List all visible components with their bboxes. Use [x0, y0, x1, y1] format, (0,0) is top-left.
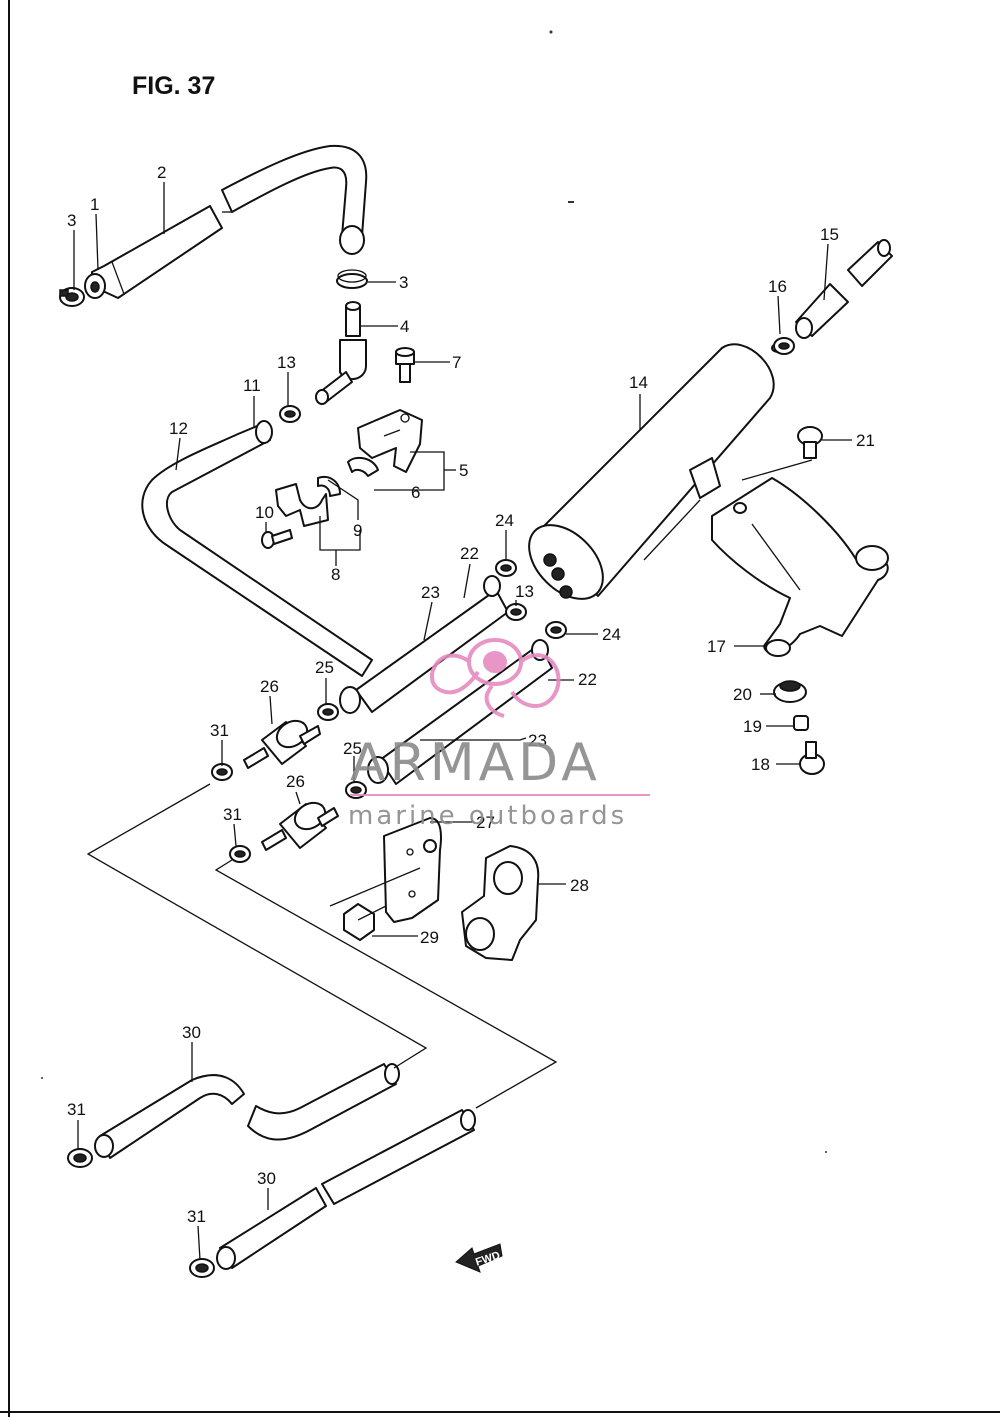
label-4: 4 — [400, 317, 409, 336]
screw-10 — [261, 529, 293, 549]
label-31c: 31 — [67, 1100, 86, 1119]
label-3a: 3 — [67, 211, 76, 230]
label-22a: 22 — [460, 544, 479, 563]
label-9: 9 — [353, 521, 362, 540]
label-12: 12 — [169, 419, 188, 438]
label-18: 18 — [751, 755, 770, 774]
label-7: 7 — [452, 353, 461, 372]
label-5: 5 — [459, 461, 468, 480]
label-26b: 26 — [286, 772, 305, 791]
callout-labels: 3 1 2 3 4 7 13 11 12 5 6 9 10 8 15 16 14… — [67, 163, 875, 1226]
hose-15 — [795, 239, 893, 339]
label-30b: 30 — [257, 1169, 276, 1188]
label-19: 19 — [743, 717, 762, 736]
label-13b: 13 — [515, 582, 534, 601]
scan-specks — [41, 30, 827, 1153]
label-30a: 30 — [182, 1023, 201, 1042]
label-13a: 13 — [277, 353, 296, 372]
label-24b: 24 — [602, 625, 621, 644]
assembly-lines — [86, 783, 558, 1109]
label-11: 11 — [243, 376, 261, 395]
clamp-8 — [275, 483, 329, 527]
label-28: 28 — [570, 876, 589, 895]
label-16: 16 — [768, 277, 787, 296]
clamp-31b — [229, 845, 251, 863]
bolt-7 — [395, 347, 415, 383]
clamp-24a — [495, 559, 517, 577]
label-21: 21 — [856, 431, 875, 450]
clamp-24b — [545, 621, 567, 639]
hose-22a — [339, 575, 509, 714]
fwd-arrow-icon: FWD — [455, 1243, 503, 1273]
label-23a: 23 — [421, 583, 440, 602]
label-20: 20 — [733, 685, 752, 704]
label-3b: 3 — [399, 273, 408, 292]
clamp-13a — [279, 405, 301, 423]
bracket-17 — [711, 477, 889, 657]
label-26a: 26 — [260, 677, 279, 696]
clamp-3a — [59, 287, 85, 307]
watermark: ARMADA marine outboards — [348, 638, 650, 831]
clamp-16 — [773, 337, 795, 355]
label-25b: 25 — [343, 739, 362, 758]
label-25a: 25 — [315, 658, 334, 677]
label-8: 8 — [331, 565, 340, 584]
filter-26a — [243, 719, 321, 769]
hose-30b — [216, 1109, 476, 1270]
label-23b: 23 — [528, 731, 547, 750]
label-31a: 31 — [210, 721, 229, 740]
label-15: 15 — [820, 225, 839, 244]
hose-12 — [141, 420, 373, 677]
label-29: 29 — [420, 928, 439, 947]
leader-lines — [73, 182, 852, 1261]
label-31d: 31 — [187, 1207, 206, 1226]
label-31b: 31 — [223, 805, 242, 824]
clamp-9 — [317, 476, 341, 497]
filter-26b — [261, 801, 339, 851]
label-22b: 22 — [578, 670, 597, 689]
clamp-31d — [189, 1258, 215, 1278]
label-27: 27 — [476, 813, 495, 832]
label-17: 17 — [707, 637, 726, 656]
label-14: 14 — [629, 373, 648, 392]
watermark-brand: ARMADA — [350, 733, 601, 793]
clamp-3b — [336, 269, 368, 289]
bolt-29 — [343, 903, 387, 941]
collar-19 — [793, 715, 809, 731]
label-10: 10 — [255, 503, 274, 522]
holder-28 — [461, 845, 540, 961]
clamp-31a — [211, 763, 233, 781]
label-24a: 24 — [495, 511, 514, 530]
watermark-logo-icon — [429, 638, 561, 718]
bracket-27 — [383, 817, 442, 923]
grommet-20 — [773, 680, 807, 703]
clamp-25a — [317, 703, 339, 721]
fitting-4 — [315, 301, 367, 405]
canister-14 — [528, 343, 785, 600]
label-1: 1 — [90, 195, 99, 214]
hose-30a — [94, 1063, 400, 1159]
screw-21 — [741, 426, 823, 481]
bracket-5 — [357, 409, 423, 473]
figure-title: FIG. 37 — [132, 72, 215, 100]
watermark-tagline: marine outboards — [348, 801, 627, 831]
clamp-13b — [505, 603, 527, 621]
clip-6 — [347, 456, 379, 477]
label-2: 2 — [157, 163, 166, 182]
bolt-18 — [799, 741, 825, 775]
label-6: 6 — [411, 483, 420, 502]
hose-upper — [84, 144, 368, 299]
clamp-31c — [67, 1148, 93, 1168]
